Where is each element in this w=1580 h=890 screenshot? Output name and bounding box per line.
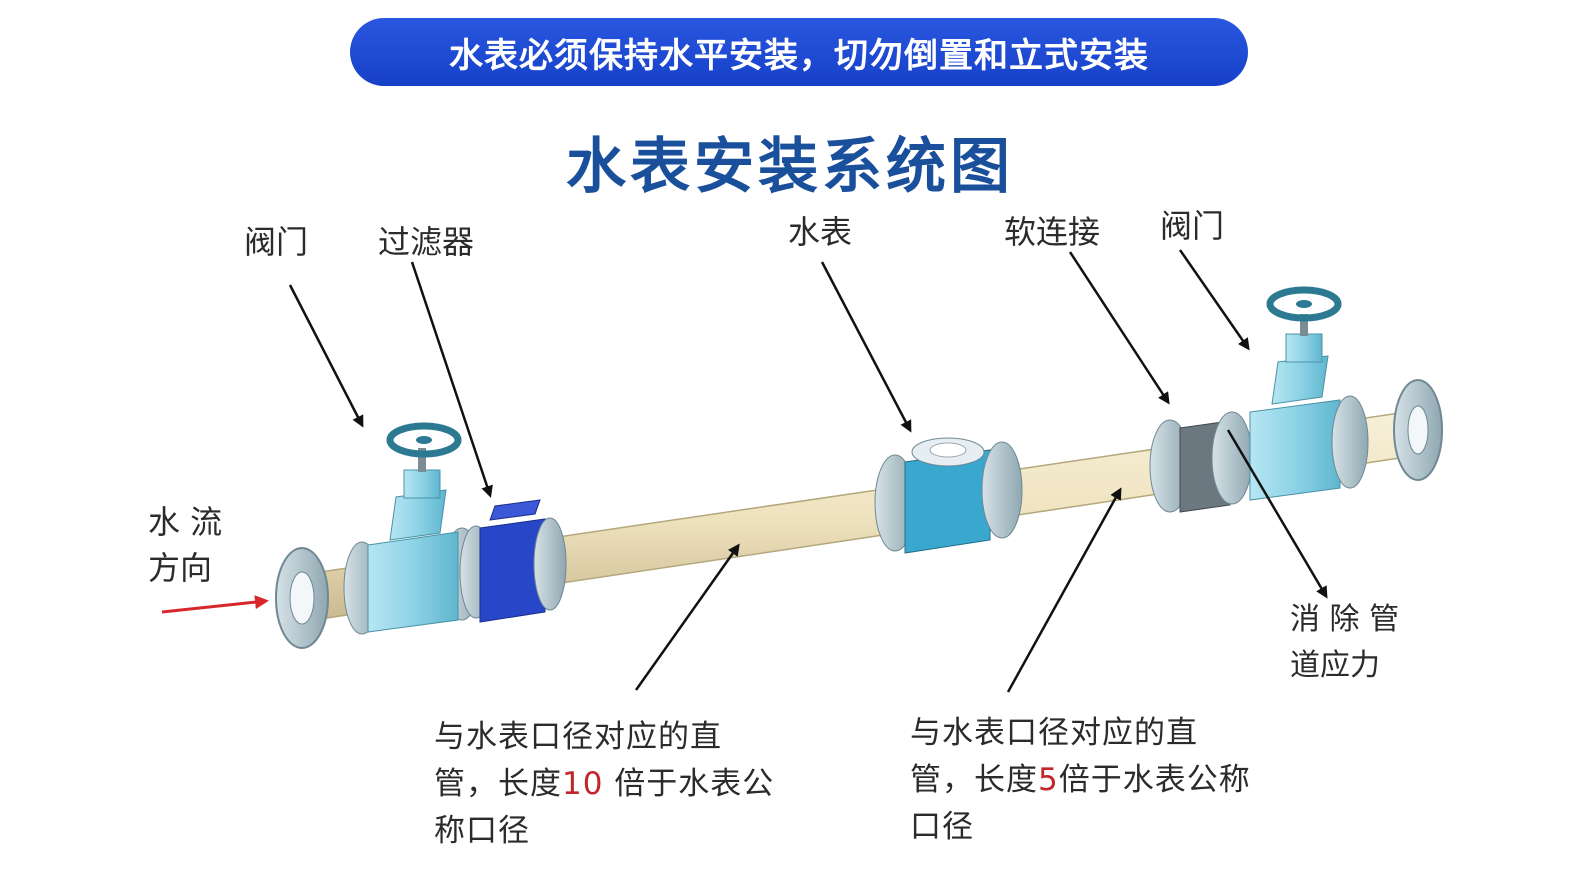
label-soft-joint: 软连接 <box>1004 213 1101 251</box>
label-flow-line2: 方向 <box>148 549 213 587</box>
label-flow-line1: 水 流 <box>148 503 223 541</box>
arrow-valve-right <box>1178 249 1250 351</box>
note-pipe-10x-number: 10 <box>562 766 604 803</box>
note-pipe-5x-pre: 与水表口径对应的直管，长度 <box>910 715 1198 799</box>
label-valve-right: 阀门 <box>1160 207 1225 245</box>
note-pipe-10x-post: 倍于水表公称口径 <box>434 766 775 850</box>
label-stress-line1: 消 除 管 <box>1290 602 1400 637</box>
filter-strainer <box>459 499 567 623</box>
left-gate-valve <box>343 422 481 635</box>
right-gate-valve <box>1249 286 1369 501</box>
label-stress-line2: 道应力 <box>1290 648 1380 683</box>
note-pipe-5x-post: 倍于水表公称口径 <box>910 762 1251 846</box>
outlet-flange <box>1393 379 1443 481</box>
note-pipe-10x: 与水表口径对应的直管，长度10 倍于水表公称口径 <box>434 714 782 855</box>
arrow-stress-relief <box>1226 429 1328 599</box>
water-meter <box>874 437 1023 554</box>
arrow-flow-direction <box>161 595 269 614</box>
warning-banner: 水表必须保持水平安装，切勿倒置和立式安装 <box>350 18 1248 86</box>
inlet-flange <box>275 547 329 649</box>
arrow-filter <box>410 261 493 498</box>
diagram-title: 水表安装系统图 <box>566 132 1014 202</box>
label-meter: 水表 <box>788 213 853 251</box>
label-filter: 过滤器 <box>378 223 475 261</box>
arrow-pipe-10x <box>634 543 740 691</box>
warning-banner-text: 水表必须保持水平安装，切勿倒置和立式安装 <box>449 35 1149 76</box>
arrow-meter <box>820 261 912 433</box>
note-pipe-10x-pre: 与水表口径对应的直管，长度 <box>434 719 722 803</box>
label-valve-left: 阀门 <box>244 223 309 261</box>
note-pipe-5x-number: 5 <box>1038 762 1059 799</box>
soft-joint <box>1149 411 1253 513</box>
note-pipe-5x: 与水表口径对应的直管，长度5倍于水表公称口径 <box>910 710 1258 851</box>
arrow-pipe-5x <box>1006 487 1122 693</box>
arrow-valve-left <box>288 284 364 428</box>
arrow-soft-joint <box>1068 251 1170 405</box>
